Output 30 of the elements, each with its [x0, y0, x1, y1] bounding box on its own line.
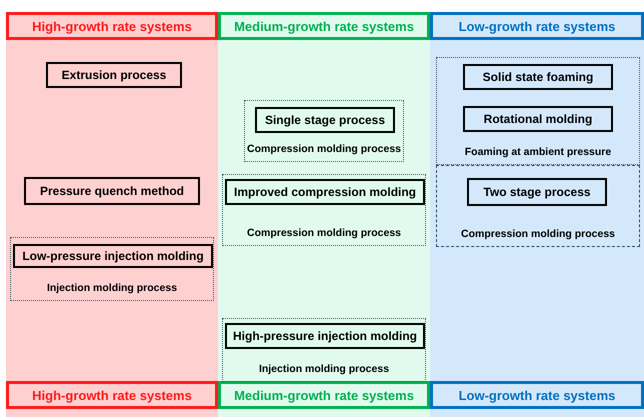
process-box: Improved compression molding: [225, 179, 425, 205]
column-header: Medium-growth rate systems: [218, 381, 430, 409]
column-band: [430, 12, 644, 417]
process-box: High-pressure injection molding: [225, 323, 425, 349]
process-box: Low-pressure injection molding: [13, 244, 213, 268]
group-caption: Injection molding process: [258, 363, 390, 375]
column-header: High-growth rate systems: [6, 12, 218, 40]
group-frame: [10, 237, 214, 301]
process-box: Rotational molding: [463, 106, 613, 132]
process-box: Single stage process: [255, 107, 395, 133]
group-caption: Compression molding process: [246, 227, 402, 239]
process-box: Two stage process: [467, 178, 607, 206]
group-frame: [222, 174, 426, 246]
process-box: Extrusion process: [46, 62, 182, 88]
group-caption: Injection molding process: [46, 282, 178, 294]
group-caption: Compression molding process: [460, 228, 616, 240]
column-band: [218, 12, 430, 417]
group-frame: [244, 100, 404, 162]
group-caption: Foaming at ambient pressure: [464, 146, 612, 158]
group-frame: [222, 318, 426, 382]
group-frame: [436, 57, 640, 165]
group-caption: Compression molding process: [246, 143, 402, 155]
column-header: Low-growth rate systems: [430, 381, 644, 409]
process-box: Solid state foaming: [463, 64, 613, 90]
group-frame: [436, 165, 640, 247]
process-box: Pressure quench method: [24, 177, 200, 205]
column-header: High-growth rate systems: [6, 381, 218, 409]
column-header: Medium-growth rate systems: [218, 12, 430, 40]
column-band: [6, 12, 218, 417]
column-header: Low-growth rate systems: [430, 12, 644, 40]
